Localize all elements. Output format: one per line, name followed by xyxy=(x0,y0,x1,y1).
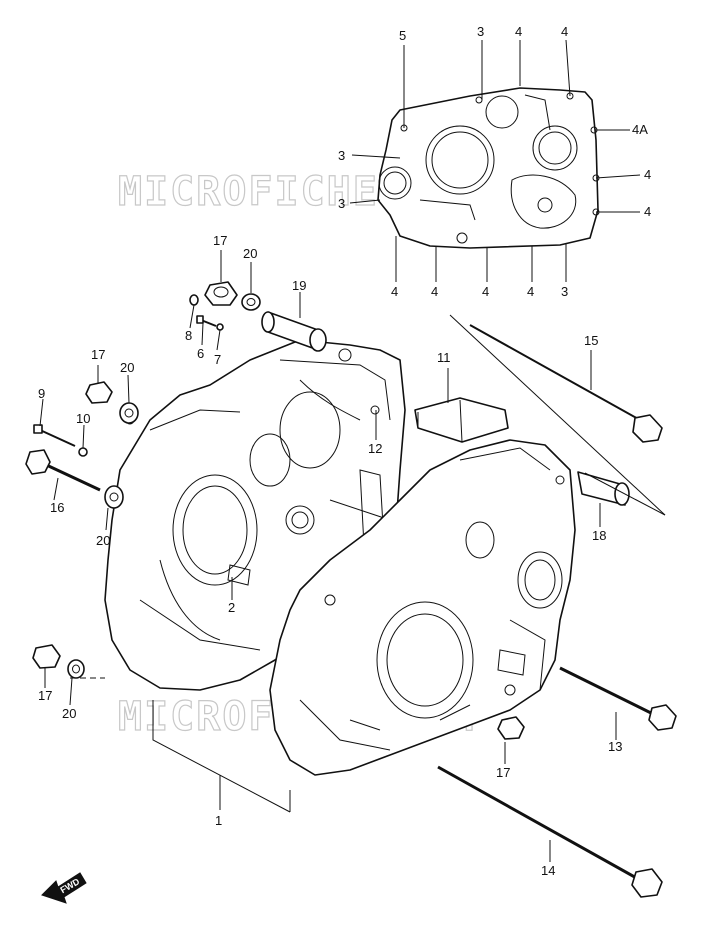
part-20-washer-bottom xyxy=(67,659,85,679)
callout-13: 13 xyxy=(608,739,622,754)
part-17-nut-top xyxy=(204,281,238,306)
part-20-washer-top xyxy=(241,293,261,311)
callout-16: 16 xyxy=(50,500,64,515)
part-20-washer-mid xyxy=(104,485,124,509)
callout-15: 15 xyxy=(584,333,598,348)
callout-17-top: 17 xyxy=(213,233,227,248)
part-17-nut-bottom xyxy=(32,644,61,669)
part-8-pin xyxy=(189,294,199,306)
callout-18: 18 xyxy=(592,528,606,543)
part-19-dowel xyxy=(261,311,327,352)
callout-3-a: 3 xyxy=(477,24,484,39)
part-13-bolt xyxy=(559,666,677,731)
part-16-bolt xyxy=(25,449,101,492)
part-7-washer xyxy=(216,323,224,331)
callout-7: 7 xyxy=(214,352,221,367)
callout-4-c: 4 xyxy=(644,167,651,182)
callout-20-top: 20 xyxy=(243,246,257,261)
callout-8: 8 xyxy=(185,328,192,343)
callout-20-mid: 20 xyxy=(96,533,110,548)
callout-3-c: 3 xyxy=(338,196,345,211)
part-14-long-bolt xyxy=(437,765,663,898)
part-17-nut-right xyxy=(497,716,525,740)
callout-4-g: 4 xyxy=(482,284,489,299)
callout-14: 14 xyxy=(541,863,555,878)
callout-17-left: 17 xyxy=(91,347,105,362)
part-17-nut-left xyxy=(85,381,113,404)
callout-11: 11 xyxy=(437,350,451,365)
leader-lines xyxy=(39,250,666,862)
callout-3-d: 3 xyxy=(561,284,568,299)
callout-4-a: 4 xyxy=(515,24,522,39)
callout-2: 2 xyxy=(228,600,235,615)
part-11-pad xyxy=(414,397,509,443)
part-15-long-bolt xyxy=(469,324,663,443)
callout-4-d: 4 xyxy=(644,204,651,219)
callout-4-f: 4 xyxy=(431,284,438,299)
callout-6: 6 xyxy=(197,346,204,361)
callout-4-b: 4 xyxy=(561,24,568,39)
callout-10: 10 xyxy=(76,411,90,426)
callout-17-bottom: 17 xyxy=(38,688,52,703)
callout-4-h: 4 xyxy=(527,284,534,299)
part-6-screw xyxy=(196,315,217,327)
right-crankcase-half xyxy=(269,439,576,776)
callout-4-e: 4 xyxy=(391,284,398,299)
part-18-dowel xyxy=(577,471,630,506)
callout-1: 1 xyxy=(215,813,222,828)
callout-5: 5 xyxy=(399,28,406,43)
part-9-bolt xyxy=(33,424,76,447)
callout-19: 19 xyxy=(292,278,306,293)
callout-4A: 4A xyxy=(632,122,648,137)
part-20-washer-left xyxy=(119,402,139,424)
callout-20-left: 20 xyxy=(120,360,134,375)
callout-12: 12 xyxy=(368,441,382,456)
callouts: 5 3 4 4 4A 4 4 3 3 4 4 4 4 3 17 20 19 8 … xyxy=(38,24,651,878)
part-10-washer xyxy=(78,447,88,457)
callout-9: 9 xyxy=(38,386,45,401)
fwd-arrow-icon: FWD xyxy=(41,872,87,904)
crankcase-gasket xyxy=(377,87,600,249)
callout-3-b: 3 xyxy=(338,148,345,163)
callout-17-right: 17 xyxy=(496,765,510,780)
gasket-leader-lines xyxy=(349,39,641,282)
callout-20-bottom: 20 xyxy=(62,706,76,721)
